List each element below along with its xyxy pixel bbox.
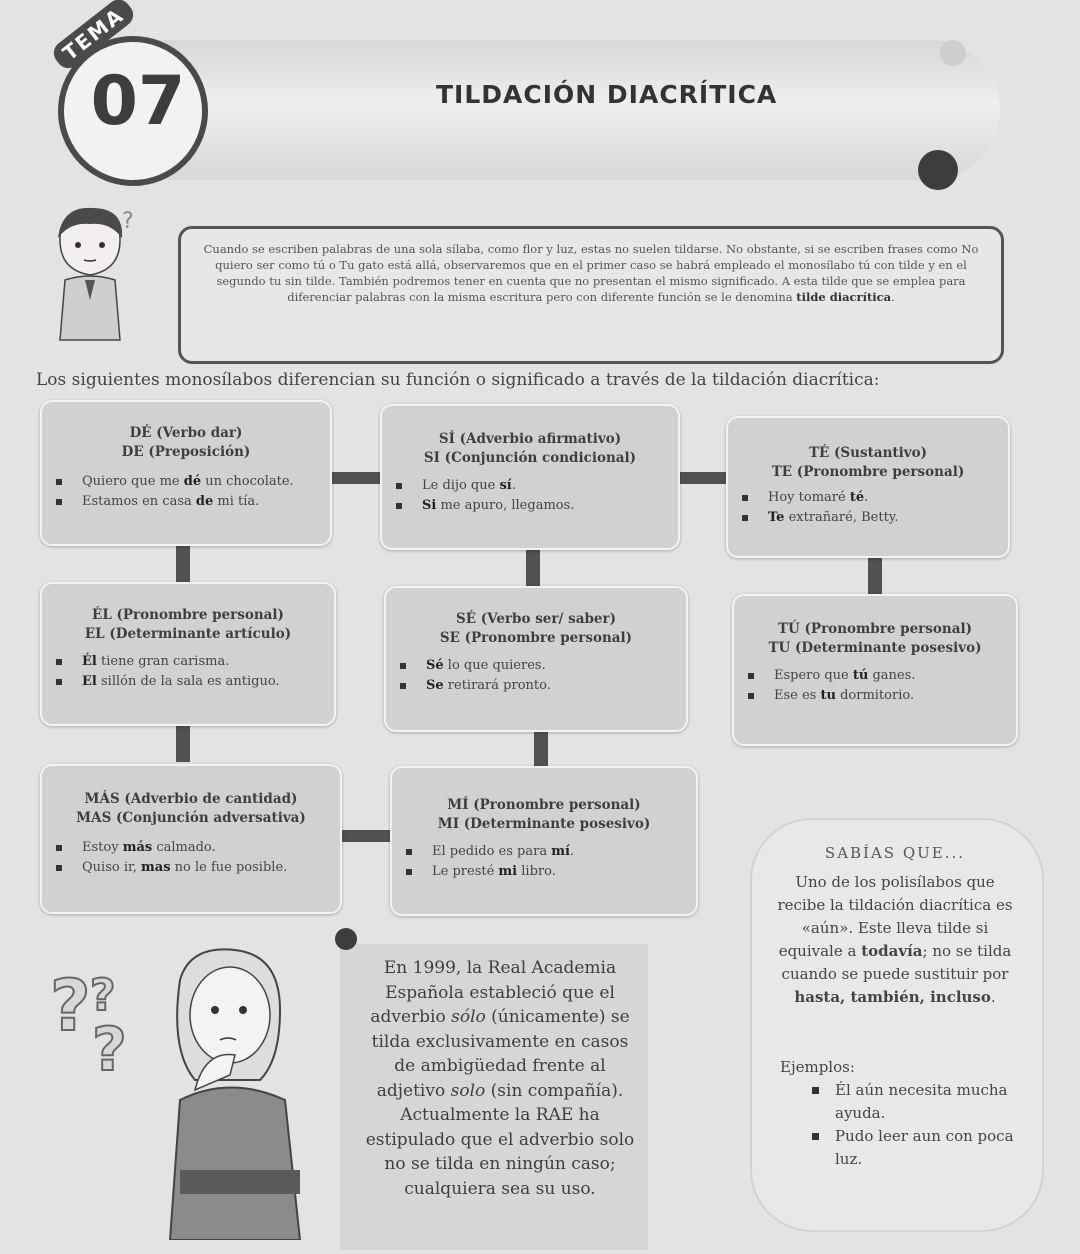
word-box-tu: TÚ (Pronombre personal) TU (Determinante… — [732, 594, 1018, 746]
example-item: Quiero que me dé un chocolate. — [42, 474, 330, 489]
example-item: Ese es tu dormitorio. — [734, 688, 1016, 703]
word-heading: TÚ (Pronombre personal) — [778, 621, 972, 637]
intro-paragraph: Cuando se escriben palabras de una sola … — [178, 226, 1004, 364]
sabias-que-cloud — [752, 820, 1042, 1230]
word-heading: TÉ (Sustantivo) — [809, 445, 927, 461]
word-box-se: SÉ (Verbo ser/ saber) SE (Pronombre pers… — [384, 586, 688, 732]
connector — [330, 472, 385, 484]
solo-dark-dot — [335, 928, 357, 950]
word-box-te: TÉ (Sustantivo) TE (Pronombre personal) … — [726, 416, 1010, 558]
example-item: El sillón de la sala es antiguo. — [42, 674, 334, 689]
tema-circle — [58, 36, 208, 186]
example-item: Espero que tú ganes. — [734, 668, 1016, 683]
example-item: Hoy tomaré té. — [728, 490, 1008, 505]
example-item: Se retirará pronto. — [386, 678, 686, 693]
sabias-que-examples: Ejemplos: Él aún necesita mucha ayuda. P… — [780, 1056, 1020, 1171]
header-decoration-dot — [940, 40, 966, 66]
word-heading: MÁS (Adverbio de cantidad) — [84, 791, 298, 807]
example-item: Te extrañaré, Betty. — [728, 510, 1008, 525]
word-box-el: ÉL (Pronombre personal) EL (Determinante… — [40, 582, 336, 726]
word-box-mas: MÁS (Adverbio de cantidad) MAS (Conjunci… — [40, 764, 342, 914]
connector — [176, 544, 190, 584]
svg-text:?: ? — [92, 1015, 127, 1085]
intro-text: Cuando se escriben palabras de una sola … — [203, 242, 979, 304]
example-item: Estoy más calmado. — [42, 840, 340, 855]
word-heading: SÍ (Adverbio afirmativo) — [438, 431, 622, 447]
example-item: El pedido es para mí. — [392, 844, 696, 859]
word-heading: TE (Pronombre personal) — [771, 464, 965, 480]
word-heading: DE (Preposición) — [121, 444, 251, 460]
lead-sentence: Los siguientes monosílabos diferencian s… — [36, 370, 880, 390]
sabias-que-content: SABÍAS QUE... Uno de los polisílabos que… — [770, 842, 1020, 1009]
svg-text:?: ? — [122, 209, 134, 234]
example-item: Quiso ir, mas no le fue posible. — [42, 860, 340, 875]
solo-note-text: En 1999, la Real Academia Española estab… — [365, 958, 635, 1199]
example-item: Él tiene gran carisma. — [42, 654, 334, 669]
word-heading: EL (Determinante artículo) — [84, 626, 292, 642]
word-heading: DÉ (Verbo dar) — [129, 425, 243, 441]
word-heading: SI (Conjunción condicional) — [423, 450, 637, 466]
connector — [526, 548, 540, 586]
word-heading: TU (Determinante posesivo) — [768, 640, 982, 656]
word-box-de: DÉ (Verbo dar) DE (Preposición) Quiero q… — [40, 400, 332, 546]
example-item: Le presté mi libro. — [392, 864, 696, 879]
word-heading: SÉ (Verbo ser/ saber) — [455, 611, 617, 627]
example-item: Estamos en casa de mi tía. — [42, 494, 330, 509]
connector — [176, 724, 190, 762]
connector — [868, 558, 882, 598]
example-item: Le dijo que sí. — [382, 478, 678, 493]
examples-label: Ejemplos: — [780, 1058, 855, 1076]
connector — [678, 472, 728, 484]
word-box-si: SÍ (Adverbio afirmativo) SI (Conjunción … — [380, 404, 680, 550]
intro-highlight: tilde diacrítica — [796, 290, 892, 304]
connector — [340, 830, 392, 842]
svg-text:?: ? — [90, 970, 116, 1021]
example-item: Él aún necesita mucha ayuda. — [780, 1079, 1020, 1125]
word-heading: MÍ (Pronombre personal) — [447, 797, 641, 813]
connector — [534, 730, 548, 768]
example-item: Pudo leer aun con poca luz. — [780, 1125, 1020, 1171]
page-title: TILDACIÓN DIACRÍTICA — [436, 80, 778, 109]
thinking-boy-illustration: ? — [58, 207, 134, 341]
solo-note-box — [340, 944, 648, 1250]
word-heading: MI (Determinante posesivo) — [437, 816, 651, 832]
sabias-que-title: SABÍAS QUE... — [824, 844, 966, 862]
svg-text:?: ? — [50, 965, 91, 1047]
word-heading: MAS (Conjunción adversativa) — [76, 810, 306, 826]
intro-text-end: . — [891, 290, 895, 304]
word-box-mi: MÍ (Pronombre personal) MI (Determinante… — [390, 766, 698, 916]
word-heading: SE (Pronombre personal) — [439, 630, 633, 646]
example-item: Sé lo que quieres. — [386, 658, 686, 673]
word-heading: ÉL (Pronombre personal) — [92, 607, 284, 623]
tema-number: 07 — [90, 62, 186, 141]
header-dark-dot — [918, 150, 958, 190]
thinking-girl-illustration: ? ? ? — [49, 948, 302, 1240]
header-band — [70, 40, 1000, 180]
example-item: Si me apuro, llegamos. — [382, 498, 678, 513]
